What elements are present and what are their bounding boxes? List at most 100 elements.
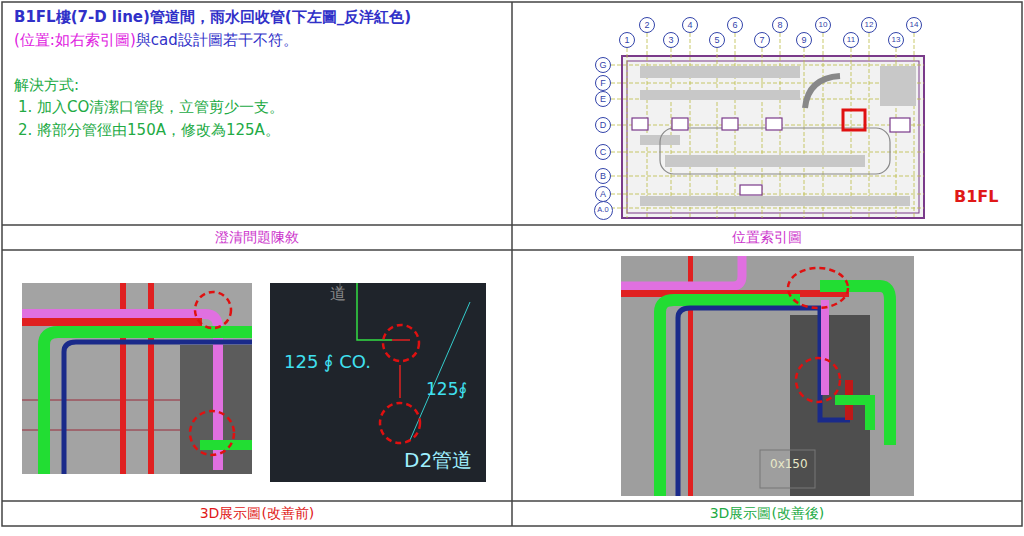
drawing-annotation: D2管道 [404, 449, 472, 471]
cell-heading: 澄清問題陳敘 [3, 226, 511, 249]
highlight-circle [788, 268, 848, 308]
statement-text: 與cad設計圖若干不符。 [136, 31, 298, 50]
grid-line [627, 48, 628, 218]
core-room [672, 118, 688, 130]
statement-text: 1. 加入CO清潔口管段，立管剪少一支。 [14, 98, 506, 117]
highlight-circle [383, 325, 419, 361]
parking-rows [640, 66, 916, 206]
grid-line [611, 65, 924, 66]
grid-bubble: 10 [815, 17, 831, 33]
parking-row [640, 66, 800, 78]
green-branch [835, 400, 870, 430]
core-room [740, 185, 762, 195]
grid-label: 9 [801, 36, 806, 45]
cad-red-line [399, 365, 401, 398]
core-room [890, 118, 910, 132]
grid-label: 2 [644, 21, 649, 30]
grid-label: 1 [624, 36, 629, 45]
grid-bubble: 12 [861, 17, 877, 33]
grid-label: A.0 [597, 206, 608, 214]
statement-text: B1FL樓(7-D line)管道間，雨水回收管(下左圖_反洋紅色) [14, 8, 506, 27]
driveway-loop [660, 128, 890, 174]
drawing-annotation: 0x150 [770, 458, 808, 471]
grid-label: 14 [910, 21, 919, 29]
grid-line [611, 194, 924, 195]
statement-text: 解決方式: [14, 76, 506, 95]
grid-line [851, 48, 852, 218]
cad-ground [270, 283, 486, 482]
parking-row [640, 196, 910, 206]
drawing-annotation: 125∮ [426, 380, 467, 399]
grid-bubble: C [595, 144, 611, 160]
grid-line [804, 48, 805, 218]
red-pipe [22, 318, 202, 326]
grid-bubble: 1 [619, 32, 635, 48]
highlight-circle [796, 358, 840, 402]
text-cell: B1FL樓(7-D line)管道間，雨水回收管(下左圖_反洋紅色) (位置:如右… [14, 8, 506, 158]
grid-bubble: E [595, 91, 611, 107]
render-ground [621, 256, 914, 496]
grid-label: 13 [892, 36, 901, 44]
floor-outline [760, 450, 815, 488]
floor-plan [611, 33, 924, 218]
drawing-annotation: 125 ∮ CO. [284, 352, 371, 372]
statement-text: 2. 將部分管徑由150A，修改為125A。 [14, 121, 506, 140]
render-ground [22, 283, 252, 474]
grid-line [869, 33, 870, 218]
heading-text: 3D展示圖(改善前) [200, 505, 315, 523]
grid-label: 5 [714, 36, 719, 45]
grid-bubble: 2 [639, 17, 655, 33]
cell-heading: 3D展示圖(改善前) [3, 502, 511, 525]
cad-red-line [392, 339, 410, 341]
grid-label: G [599, 61, 606, 70]
grid-bubble: 14 [906, 17, 922, 33]
location-marker [843, 110, 865, 130]
plan-inner-wall [627, 61, 919, 213]
parking-row [665, 155, 865, 167]
grid-label: B [600, 172, 606, 181]
floor-label: B1FL [954, 188, 998, 206]
grid-label: 11 [847, 36, 855, 44]
blue-pipe [64, 342, 252, 474]
ramp-curve [805, 76, 840, 108]
grid-label: F [600, 79, 606, 88]
parking-row [640, 90, 800, 100]
grid-bubble: 6 [727, 17, 743, 33]
grid-bubble: 3 [663, 32, 679, 48]
core-room [632, 118, 648, 130]
cad-drawing [270, 283, 486, 482]
table-frame [2, 2, 1022, 526]
highlight-circle [195, 292, 231, 328]
table-border [2, 2, 1022, 526]
statement-text: (位置:如右索引圖) [14, 31, 136, 50]
grid-label: 6 [732, 21, 737, 30]
render-after [621, 256, 914, 496]
highlight-circle [380, 403, 420, 443]
heading-text: 3D展示圖(改善後) [710, 505, 825, 523]
grid-bubble: 13 [888, 32, 904, 48]
grid-label: 7 [759, 36, 764, 45]
grid-bubble: A [595, 186, 611, 202]
grid-label: 4 [687, 21, 692, 30]
grid-label: 3 [668, 36, 673, 45]
grid-label: 12 [865, 21, 874, 29]
pink-pipe [621, 256, 742, 286]
drawing-annotation: 道 [330, 285, 346, 303]
grid-bubble: 9 [796, 32, 812, 48]
grid-bubble: A.0 [594, 201, 613, 220]
grid-bubble: 11 [843, 32, 859, 48]
grid-label: C [600, 148, 607, 157]
grid-bubble: B [595, 168, 611, 184]
grid-bubble: D [595, 117, 611, 133]
table-rule [511, 2, 513, 526]
grid-line [690, 33, 691, 218]
highlight-circle [190, 411, 234, 455]
grid-line [611, 208, 924, 209]
grid-label: D [600, 121, 607, 130]
heading-text: 澄清問題陳敘 [215, 229, 299, 247]
grid-bubble: F [595, 75, 611, 91]
grid-label: E [600, 95, 606, 104]
grid-bubble: 8 [772, 17, 788, 33]
